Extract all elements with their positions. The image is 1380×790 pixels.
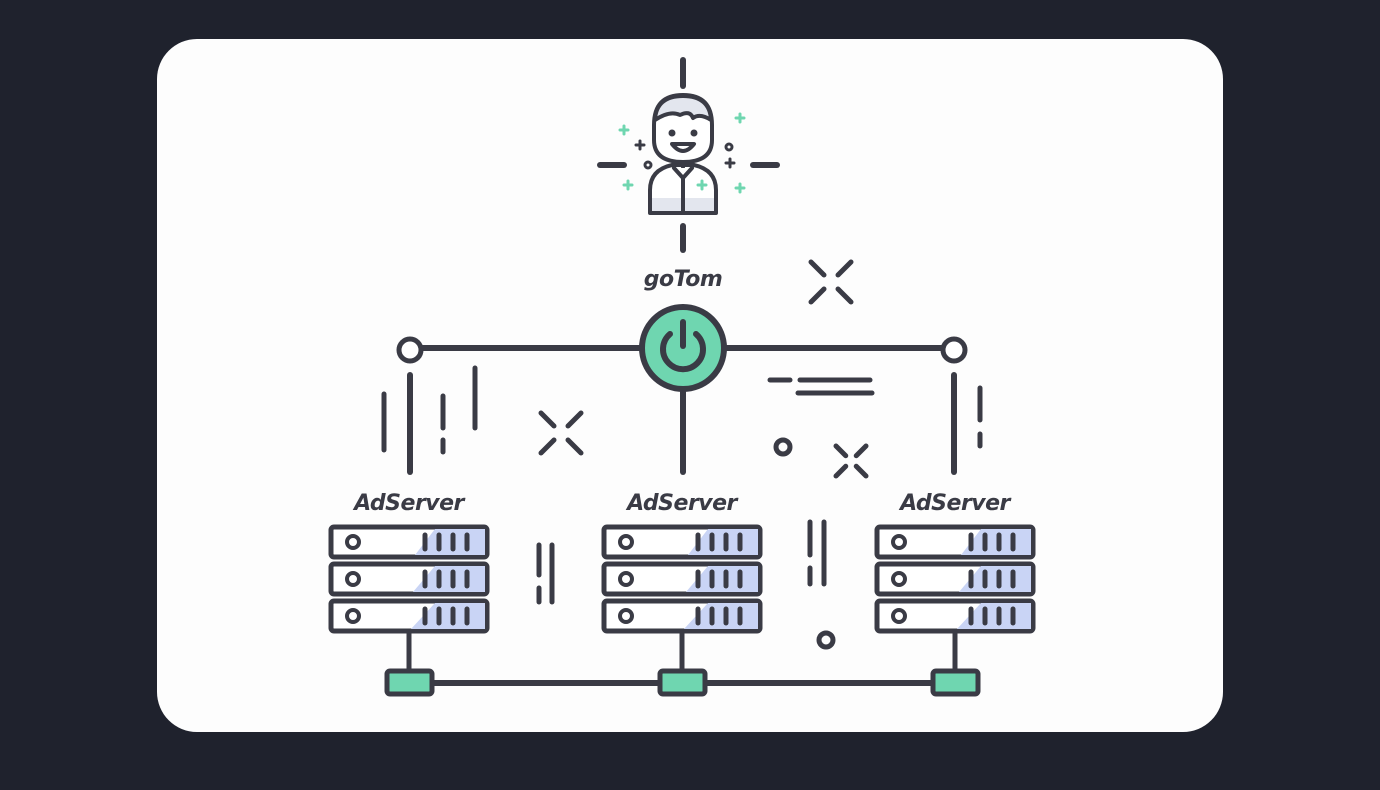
switch-icon — [384, 668, 435, 697]
server-rack-unit — [601, 561, 763, 597]
x-mark-icon — [833, 443, 869, 479]
x-mark-icon — [538, 410, 584, 456]
server-rack-unit — [601, 598, 763, 634]
sparkles — [618, 112, 746, 194]
server-label: AdServer — [625, 491, 738, 516]
power-icon[interactable] — [639, 304, 727, 392]
node-circles — [396, 336, 968, 364]
server-rack-unit — [874, 524, 1036, 560]
switch-icon — [657, 668, 708, 697]
server-rack-unit — [328, 524, 490, 560]
server-group: AdServer AdServer AdServer — [328, 491, 1036, 697]
user-label: goTom — [644, 267, 723, 292]
adserver-node[interactable]: AdServer — [328, 491, 490, 697]
server-rack-unit — [601, 524, 763, 560]
server-rack-unit — [874, 598, 1036, 634]
server-label: AdServer — [352, 491, 465, 516]
switch-icon — [930, 668, 981, 697]
person-icon — [648, 93, 718, 215]
server-label: AdServer — [898, 491, 1011, 516]
server-rack-unit — [328, 561, 490, 597]
x-marks — [538, 259, 869, 479]
adserver-node[interactable]: AdServer — [601, 491, 763, 697]
server-rack-unit — [328, 598, 490, 634]
adserver-node[interactable]: AdServer — [874, 491, 1036, 697]
server-rack-unit — [874, 561, 1036, 597]
decorations — [381, 365, 983, 650]
x-mark-icon — [808, 259, 854, 305]
